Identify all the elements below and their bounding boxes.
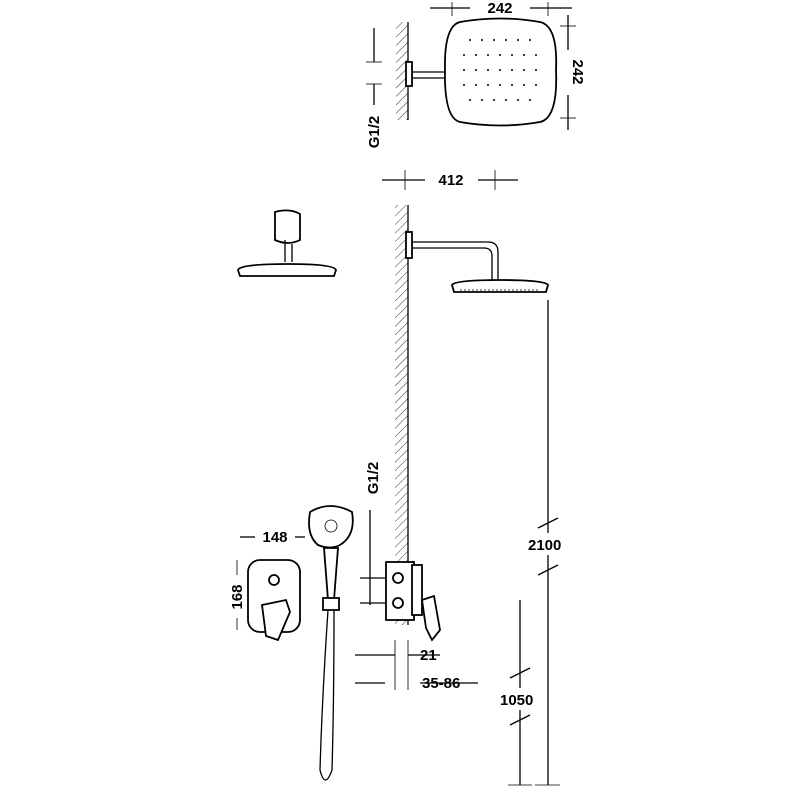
valve-body xyxy=(385,561,415,621)
shower-head-side xyxy=(451,279,549,293)
valve-front: 168 xyxy=(229,559,301,642)
dim-valve-height: 1050 xyxy=(500,692,533,709)
hand-shower: 148 xyxy=(240,505,354,781)
dim-shower-head-height: 2100 xyxy=(528,537,561,554)
side-view: G1/2 21 35-86 xyxy=(355,205,549,692)
dim-valve-connection: G1/2 xyxy=(365,462,382,495)
dim-valve-offset: 21 xyxy=(420,647,437,664)
nozzle-dots xyxy=(463,39,537,101)
dim-arm-projection: 412 xyxy=(438,172,463,189)
top-rain-head-view: 242 242 G1/2 xyxy=(366,0,586,148)
dim-rain-head-height: 242 xyxy=(569,59,586,84)
wall-section-top xyxy=(396,22,408,120)
shower-head-front xyxy=(237,209,337,277)
valve-handle-side xyxy=(421,594,441,642)
dim-valve-plate: 168 xyxy=(229,584,246,609)
dim-rain-head-width: 242 xyxy=(487,0,512,17)
dim-wall-depth: 35-86 xyxy=(422,675,460,692)
rain-head-square xyxy=(444,17,558,127)
wall-section xyxy=(395,205,408,625)
dim-handshower-width: 148 xyxy=(262,529,287,546)
dim-top-connection: G1/2 xyxy=(366,116,383,149)
